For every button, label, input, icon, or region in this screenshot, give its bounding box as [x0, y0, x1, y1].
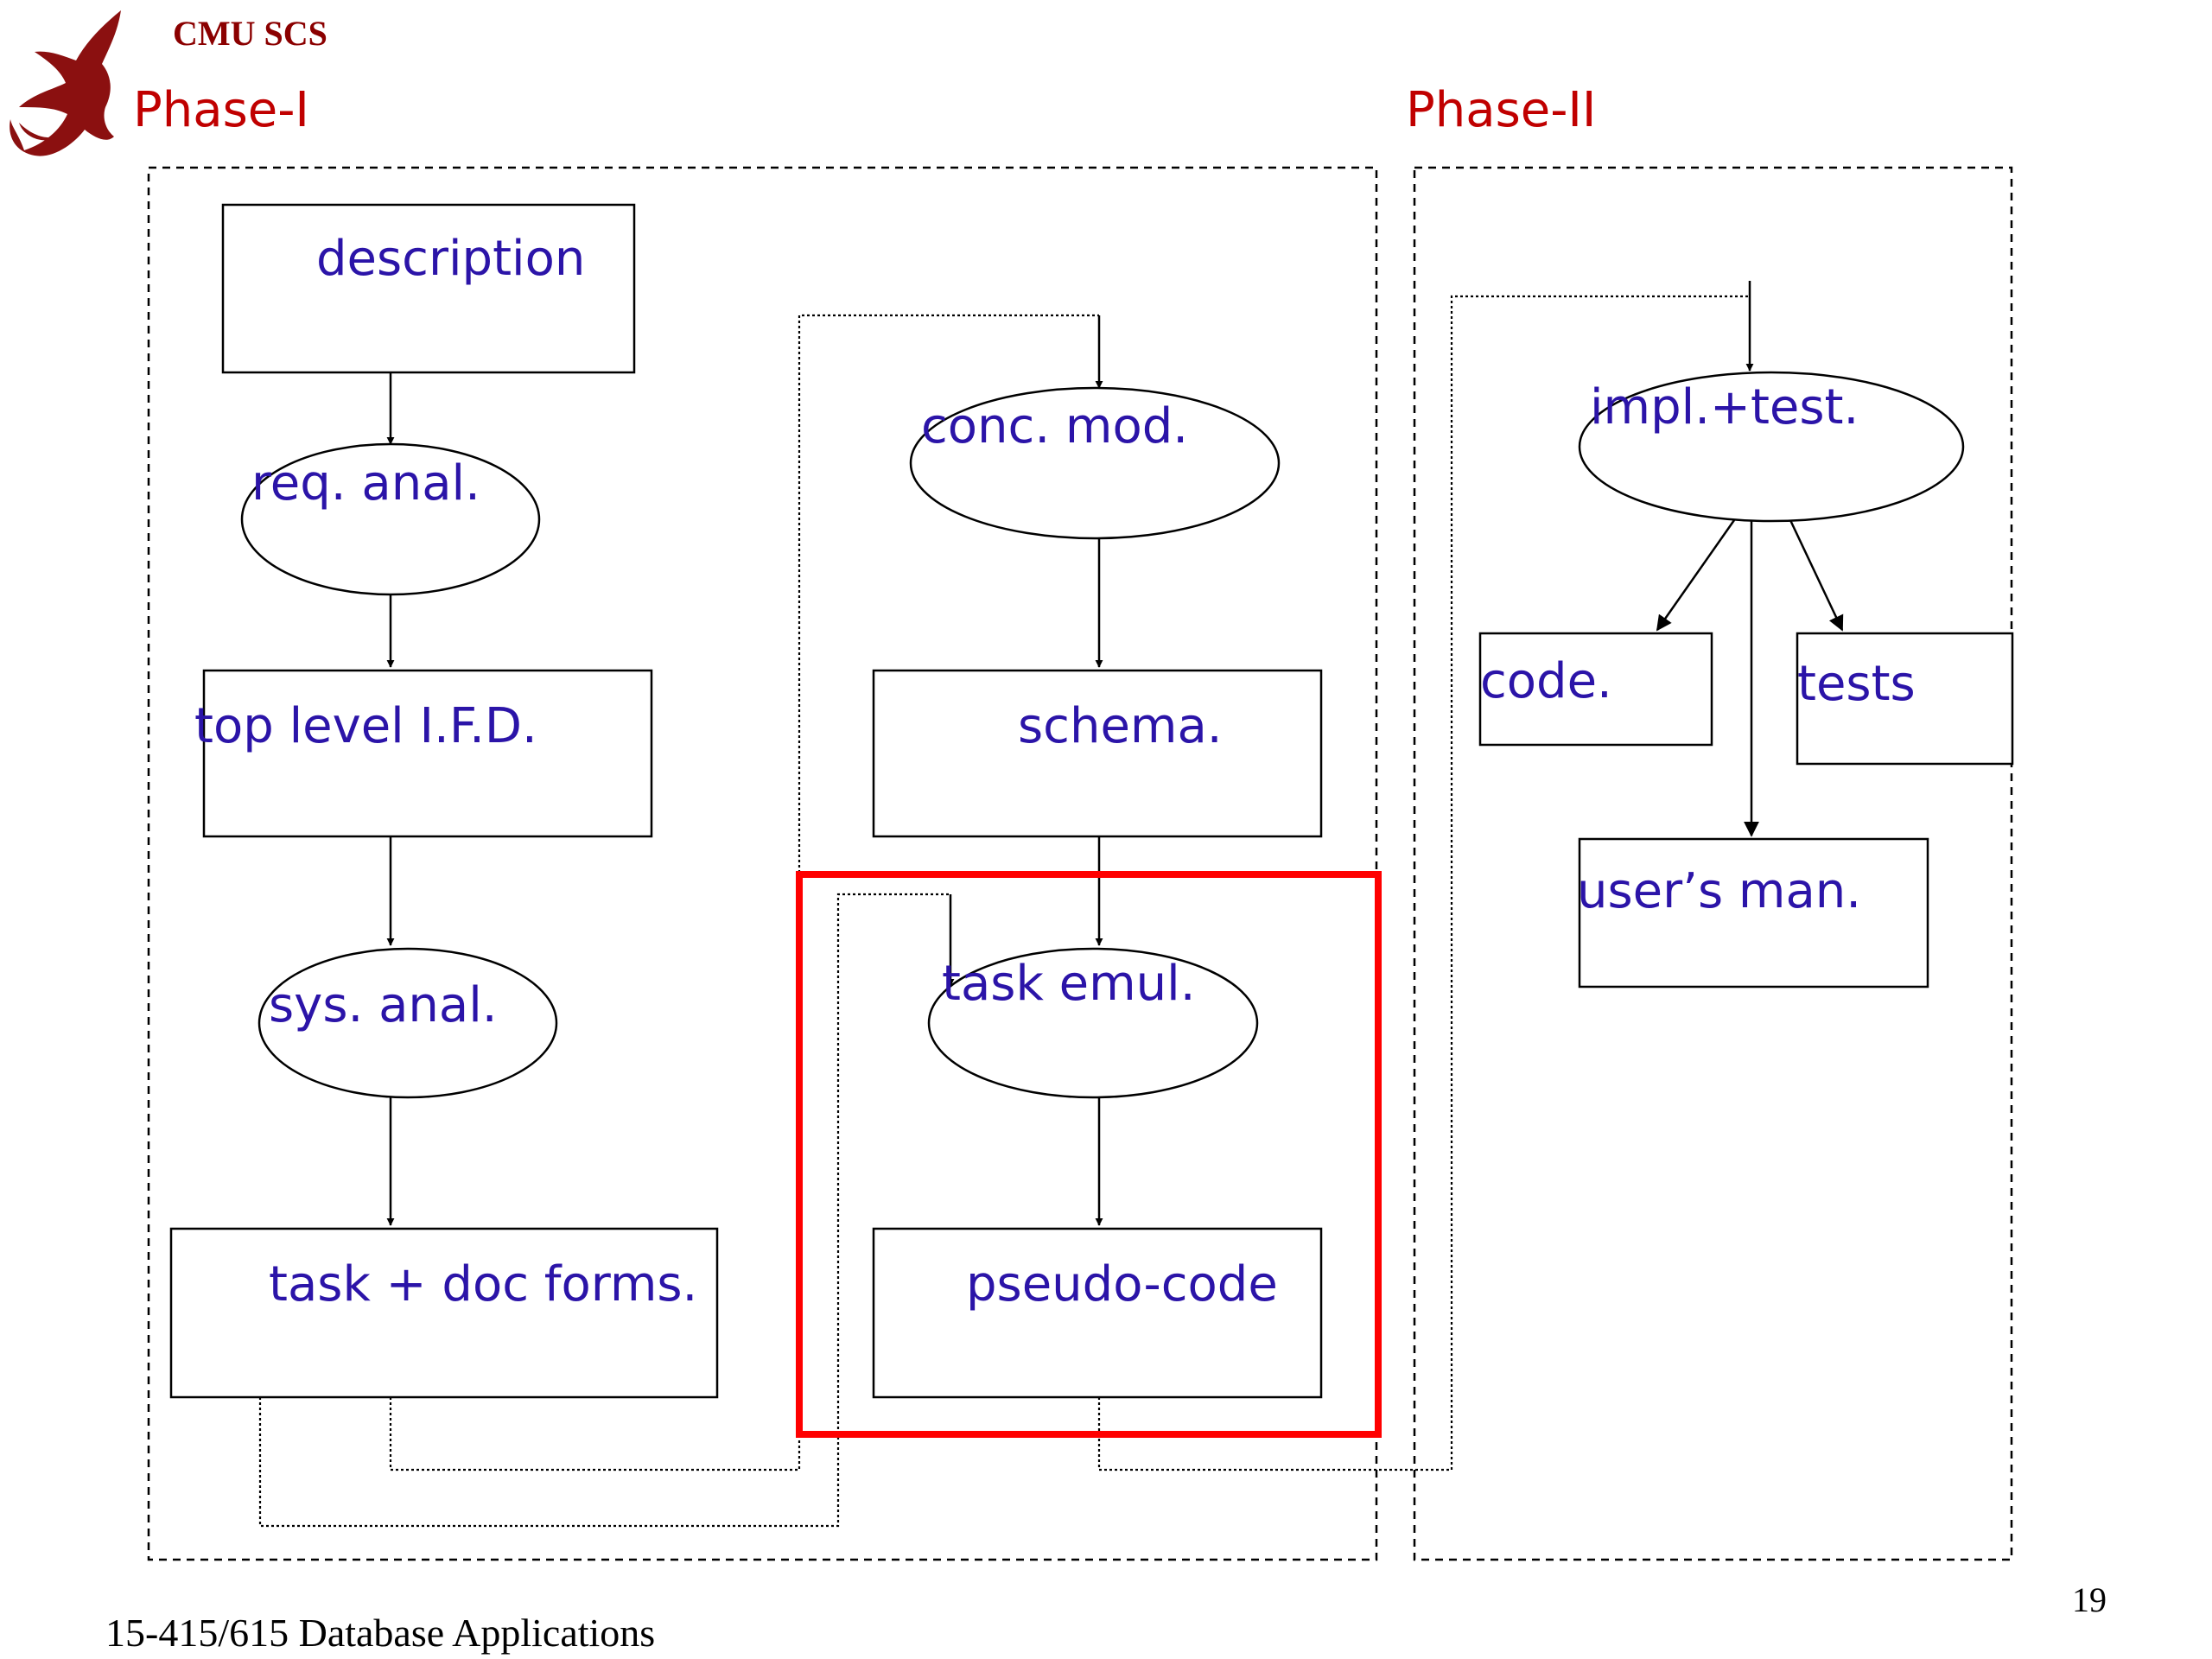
phase-1-frame	[147, 166, 1378, 1561]
node-description	[221, 203, 636, 374]
node-conc-mod-label: conc. mod.	[921, 398, 1188, 454]
node-req-anal	[240, 442, 541, 596]
arrow-impl-test-to-code	[1656, 519, 1736, 632]
page-number: 19	[2072, 1580, 2107, 1619]
flow-arrows	[386, 281, 1844, 1226]
node-top-level-ifd	[202, 669, 653, 838]
griffin-dragon-icon	[10, 10, 122, 156]
node-req-anal-label: req. anal.	[251, 455, 480, 512]
node-schema-label: schema.	[1018, 698, 1223, 754]
node-impl-test	[1578, 371, 1965, 523]
phase-2-title: Phase-II	[1406, 82, 1596, 138]
node-pseudo-code-label: pseudo-code	[966, 1256, 1278, 1313]
node-code-label: code.	[1480, 653, 1612, 709]
node-tests	[1796, 632, 2014, 766]
footer-course: 15-415/615 Database Applications	[105, 1611, 655, 1655]
node-code	[1478, 632, 1713, 747]
node-task-doc-forms-label: task + doc forms.	[269, 1256, 697, 1313]
node-tests-label: tests	[1797, 656, 1916, 712]
node-users-man-label: user’s man.	[1577, 863, 1861, 919]
node-description-label: description	[316, 231, 585, 287]
node-sys-anal-label: sys. anal.	[269, 977, 498, 1033]
node-sys-anal	[257, 947, 558, 1099]
phase-1-title: Phase-I	[133, 82, 309, 138]
cmu-logo: CMU SCS	[10, 10, 327, 156]
phase-2-frame	[1413, 166, 2013, 1561]
arrow-impl-test-to-tests	[1789, 519, 1844, 632]
node-top-level-ifd-label: top level I.F.D.	[194, 698, 537, 754]
highlight-box	[796, 871, 1382, 1438]
dotted-link-to-task-emul	[258, 893, 950, 1528]
node-task-emul	[927, 947, 1259, 1099]
node-schema	[872, 669, 1323, 838]
dotted-links	[258, 295, 1750, 1528]
node-pseudo-code	[872, 1227, 1323, 1399]
node-impl-test-label: impl.+test.	[1590, 379, 1859, 435]
dotted-link-to-impl-test	[1097, 295, 1750, 1471]
dotted-link-to-conc-mod	[389, 314, 1099, 1471]
org-header: CMU SCS	[173, 14, 327, 53]
node-task-emul-label: task emul.	[942, 956, 1196, 1012]
node-users-man	[1578, 837, 1929, 988]
node-conc-mod	[909, 386, 1281, 540]
node-task-doc-forms	[169, 1227, 719, 1399]
